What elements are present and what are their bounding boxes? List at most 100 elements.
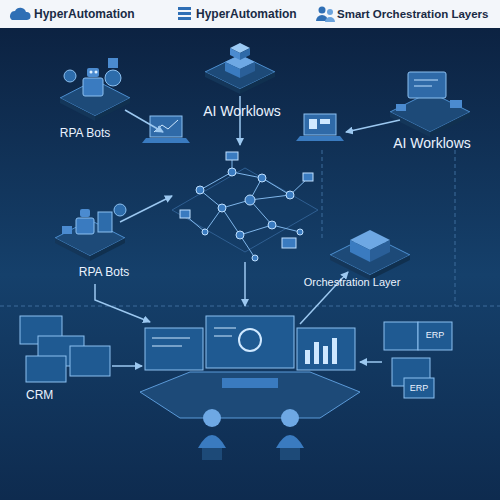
ai-platform-center xyxy=(205,43,275,94)
rpa-platform-top xyxy=(60,58,130,121)
flow-arrows xyxy=(244,262,246,306)
system-label: ERP xyxy=(410,384,429,394)
control-console xyxy=(140,372,360,418)
header-item: Smart Orchestration Layers xyxy=(337,8,488,21)
control-console xyxy=(214,328,236,329)
network-nodes xyxy=(268,221,276,229)
ai-platform-center xyxy=(240,62,255,78)
rpa-platform-top xyxy=(108,58,118,68)
rpa-platform-left xyxy=(55,204,126,261)
erp-screens xyxy=(404,378,434,398)
rpa-platform-top xyxy=(95,71,98,74)
rpa-platform-left xyxy=(55,238,90,261)
background xyxy=(0,0,500,28)
rpa-platform-left xyxy=(76,218,94,234)
control-console xyxy=(152,338,190,339)
control-console xyxy=(145,328,203,370)
flow-arrows xyxy=(346,120,400,132)
ai-platform-center xyxy=(205,55,275,89)
network-nodes xyxy=(180,152,313,261)
network-nodes xyxy=(180,210,190,218)
divider-lines xyxy=(322,150,323,240)
network-nodes xyxy=(202,229,208,235)
rpa-platform-top xyxy=(83,78,103,96)
laptop-right xyxy=(304,114,336,135)
header-icons xyxy=(178,7,191,10)
erp-screens xyxy=(384,322,452,398)
network-nodes xyxy=(258,174,266,182)
network-nodes xyxy=(252,255,258,261)
network-nodes xyxy=(196,186,204,194)
network-hub xyxy=(250,195,290,200)
rpa-platform-top xyxy=(87,68,99,77)
header-icons xyxy=(325,17,335,22)
control-console xyxy=(140,316,360,418)
rpa-platform-top xyxy=(60,98,95,121)
control-console xyxy=(297,328,355,370)
component-label: RPA Bots xyxy=(79,266,129,279)
rpa-platform-top xyxy=(105,70,121,86)
network-hub xyxy=(262,178,290,195)
flow-arrows xyxy=(112,365,142,367)
component-label: RPA Bots xyxy=(60,127,110,140)
ai-platform-right xyxy=(408,72,446,98)
network-nodes xyxy=(282,238,296,248)
rpa-platform-top xyxy=(90,71,93,74)
network-nodes xyxy=(236,231,244,239)
component-label: Orchestration Layer xyxy=(304,276,401,288)
crm-screens xyxy=(26,356,66,382)
network-nodes xyxy=(286,191,294,199)
flow-arrows xyxy=(360,361,382,363)
ai-platform-center xyxy=(240,48,250,60)
rpa-platform-left xyxy=(80,209,90,217)
operator-figures xyxy=(198,409,304,460)
rpa-platform-left xyxy=(98,212,112,232)
crm-screens xyxy=(70,346,110,376)
rpa-platform-top xyxy=(64,70,76,82)
flow-arrows xyxy=(95,96,400,366)
header-icons xyxy=(10,8,31,20)
network-nodes xyxy=(228,168,236,176)
operator-figures xyxy=(198,435,226,448)
rpa-platform-top xyxy=(95,98,130,121)
network-hub xyxy=(200,172,232,190)
orchestration-platform xyxy=(370,240,390,262)
operator-figures xyxy=(280,448,300,460)
control-console xyxy=(152,346,182,347)
divider-lines xyxy=(0,306,500,307)
header-icons xyxy=(178,12,191,15)
ai-platform-right xyxy=(390,72,470,137)
ai-platform-center xyxy=(230,48,240,60)
laptop-right xyxy=(296,136,344,141)
ai-platform-center xyxy=(225,62,240,78)
control-console xyxy=(222,378,278,388)
laptop-left xyxy=(142,116,190,143)
ai-platform-right xyxy=(390,112,430,137)
network-nodes xyxy=(303,173,313,181)
header-icons xyxy=(10,7,335,23)
system-label: ERP xyxy=(426,331,445,341)
component-label: AI Worklows xyxy=(203,104,281,119)
control-console xyxy=(332,338,337,364)
network-hub xyxy=(222,208,240,235)
ai-platform-right xyxy=(450,100,462,108)
flow-arrows xyxy=(120,196,172,222)
control-console xyxy=(214,336,232,337)
laptop-left xyxy=(142,138,190,143)
flow-arrows xyxy=(125,110,163,132)
network-hub xyxy=(172,158,318,258)
network-hub xyxy=(172,168,318,252)
system-label: CRM xyxy=(26,389,53,402)
header-item: HyperAutomation xyxy=(34,8,135,21)
component-label: AI Worklows xyxy=(393,136,471,151)
laptop-right xyxy=(320,119,330,124)
control-console xyxy=(206,316,294,368)
control-console xyxy=(239,329,261,351)
header-icons xyxy=(319,7,326,14)
header-icons xyxy=(327,9,333,15)
network-hub xyxy=(232,172,262,178)
ai-platform-right xyxy=(414,86,432,87)
